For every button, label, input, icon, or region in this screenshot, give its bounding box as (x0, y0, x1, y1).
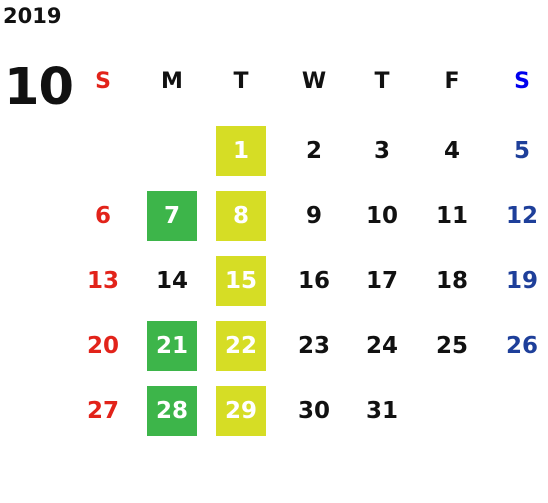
year-label: 2019 (3, 4, 62, 28)
day-cell-14[interactable]: 14 (155, 268, 188, 294)
weekday-header-6: S (514, 68, 530, 94)
day-cell-5[interactable]: 5 (513, 138, 530, 164)
day-cell-23[interactable]: 23 (297, 333, 330, 359)
day-cell-28[interactable]: 28 (147, 386, 197, 436)
day-cell-18[interactable]: 18 (435, 268, 468, 294)
day-cell-24[interactable]: 24 (365, 333, 398, 359)
day-cell-6[interactable]: 6 (94, 203, 111, 229)
day-cell-31[interactable]: 31 (365, 398, 398, 424)
day-cell-15[interactable]: 15 (216, 256, 266, 306)
day-cell-3[interactable]: 3 (373, 138, 390, 164)
day-cell-12[interactable]: 12 (505, 203, 538, 229)
month-number: 10 (4, 58, 74, 117)
day-cell-1[interactable]: 1 (216, 126, 266, 176)
weekday-header-4: T (374, 68, 390, 94)
day-cell-22[interactable]: 22 (216, 321, 266, 371)
weekday-header-5: F (444, 68, 460, 94)
day-cell-4[interactable]: 4 (443, 138, 460, 164)
day-cell-8[interactable]: 8 (216, 191, 266, 241)
day-cell-27[interactable]: 27 (86, 398, 119, 424)
weekday-header-1: M (161, 68, 183, 94)
weekday-header-2: T (233, 68, 249, 94)
day-cell-17[interactable]: 17 (365, 268, 398, 294)
day-cell-21[interactable]: 21 (147, 321, 197, 371)
day-cell-13[interactable]: 13 (86, 268, 119, 294)
day-cell-10[interactable]: 10 (365, 203, 398, 229)
weekday-header-3: W (301, 68, 327, 94)
day-cell-20[interactable]: 20 (86, 333, 119, 359)
day-cell-26[interactable]: 26 (505, 333, 538, 359)
day-cell-7[interactable]: 7 (147, 191, 197, 241)
day-cell-9[interactable]: 9 (305, 203, 322, 229)
day-cell-19[interactable]: 19 (505, 268, 538, 294)
weekday-header-0: S (95, 68, 111, 94)
day-cell-11[interactable]: 11 (435, 203, 468, 229)
day-cell-2[interactable]: 2 (305, 138, 322, 164)
day-cell-29[interactable]: 29 (216, 386, 266, 436)
day-cell-25[interactable]: 25 (435, 333, 468, 359)
day-cell-16[interactable]: 16 (297, 268, 330, 294)
day-cell-30[interactable]: 30 (297, 398, 330, 424)
